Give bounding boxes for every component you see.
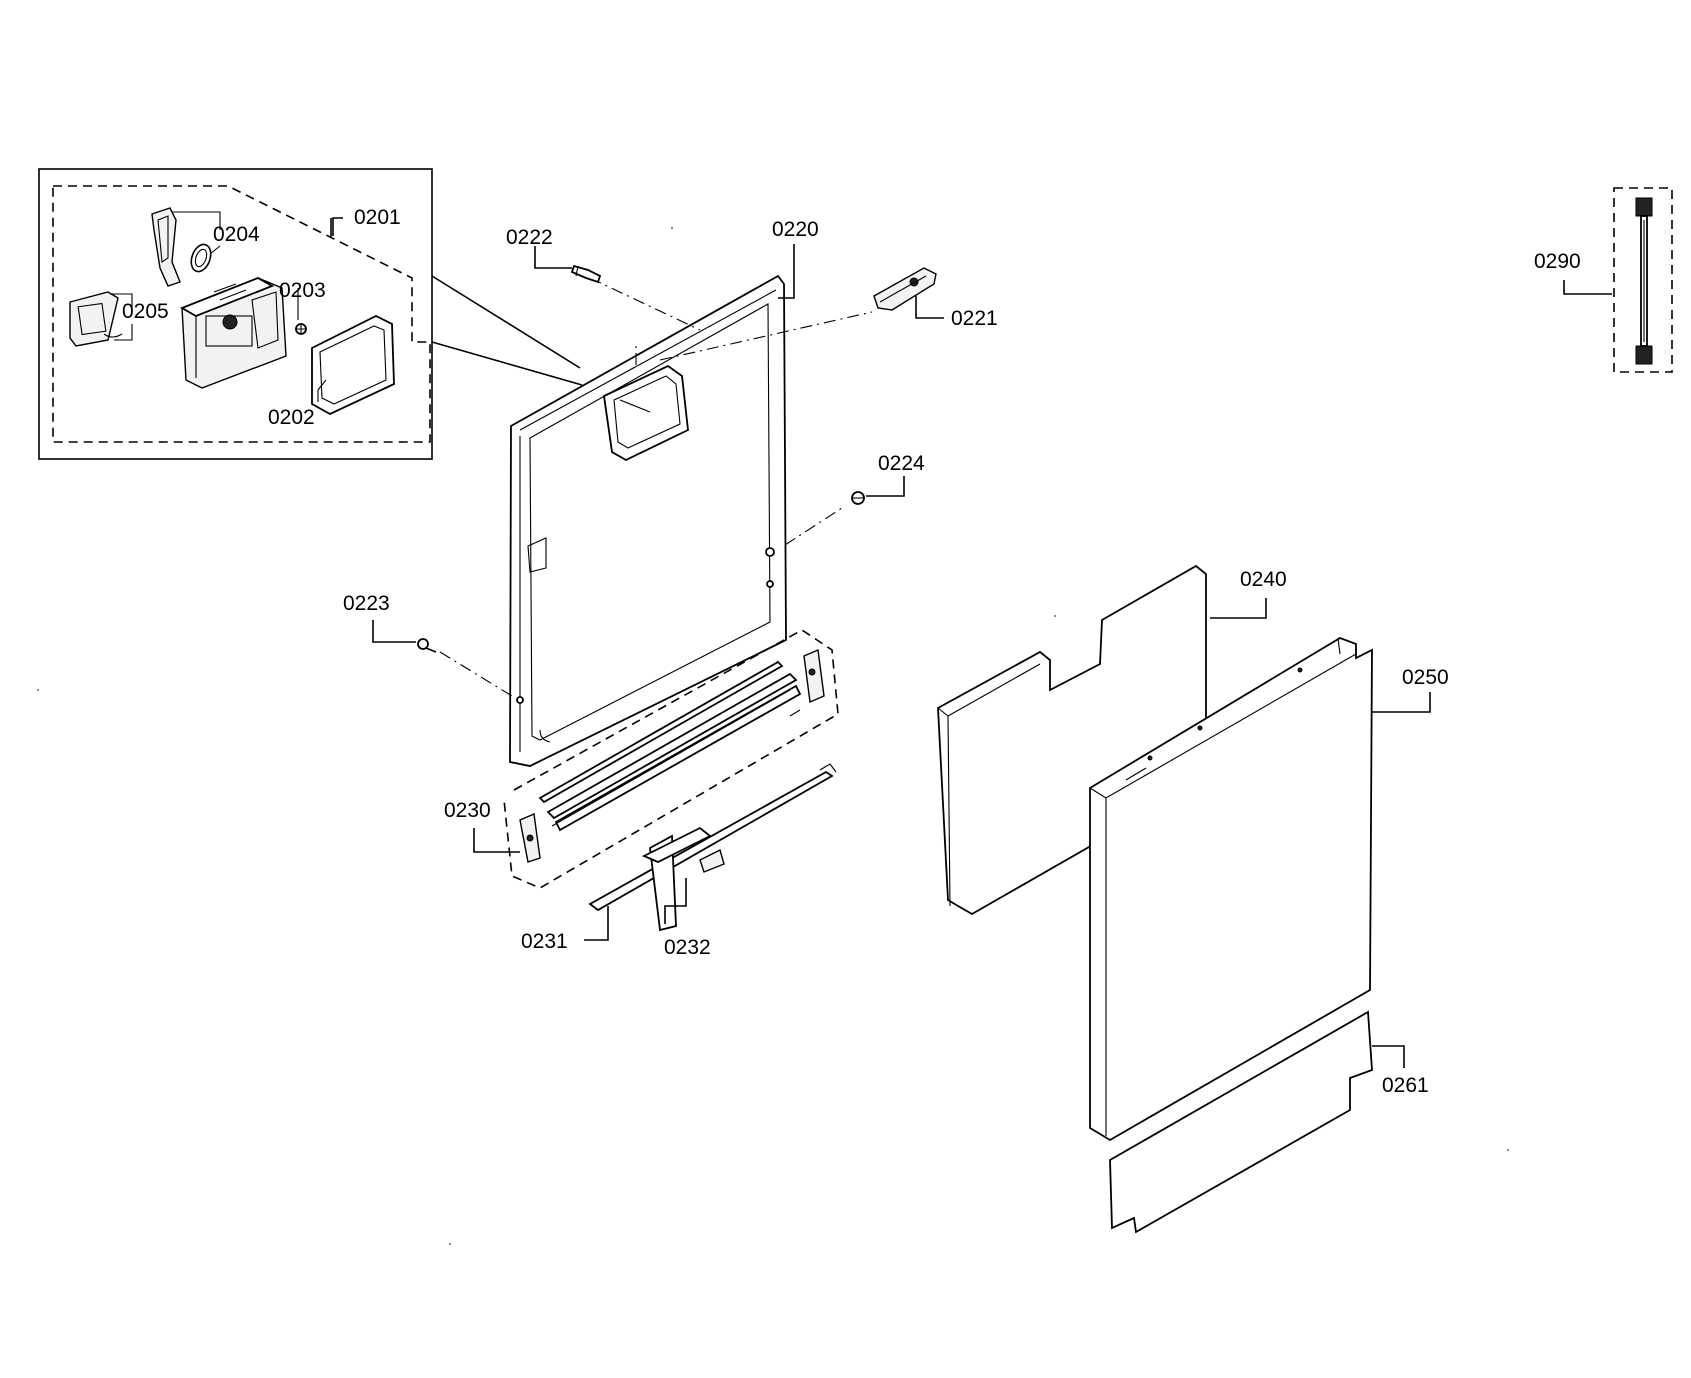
dispenser-body-part <box>179 277 287 389</box>
callout-0201: 0201 <box>354 206 401 229</box>
callout-0223: 0223 <box>343 592 390 615</box>
callout-0261: 0261 <box>1382 1074 1429 1097</box>
rail-assembly-0230 <box>503 629 839 889</box>
gasket-frame-part <box>311 314 395 416</box>
callout-0240: 0240 <box>1240 568 1287 591</box>
latch-plate-part <box>69 291 123 347</box>
callout-0230: 0230 <box>444 799 491 822</box>
screw-0222-part <box>570 264 602 284</box>
callout-0250: 0250 <box>1402 666 1449 689</box>
small-screw-part <box>295 323 307 335</box>
callout-0205: 0205 <box>122 300 169 323</box>
detail-inset-0201 <box>38 168 583 460</box>
callout-0204: 0204 <box>213 223 260 246</box>
callout-0232: 0232 <box>664 936 711 959</box>
callout-labels: 0201 0202 0203 0204 0205 0220 0221 0222 … <box>122 206 1581 1097</box>
hose-0290-group <box>1613 187 1673 373</box>
scan-specks <box>37 227 1509 1245</box>
callout-0231: 0231 <box>521 930 568 953</box>
front-panel-0250-part <box>1089 637 1373 1142</box>
callout-0202: 0202 <box>268 406 315 429</box>
rod-0231-part <box>588 763 837 912</box>
seal-ring-part <box>190 243 212 273</box>
screw-0223-part <box>417 638 437 653</box>
kick-plate-0261-part <box>1109 1010 1373 1234</box>
inner-door-panel-part <box>509 274 787 767</box>
callout-0221: 0221 <box>951 307 998 330</box>
callout-0203: 0203 <box>279 279 326 302</box>
callout-0224: 0224 <box>878 452 925 475</box>
handle-lever-part <box>151 207 181 287</box>
callout-0220: 0220 <box>772 218 819 241</box>
panel-0240-part <box>937 564 1207 916</box>
screw-0224-part <box>851 491 865 505</box>
leader-lines <box>332 217 1612 1068</box>
latch-catch-0221-part <box>873 267 937 311</box>
callout-0290: 0290 <box>1534 250 1581 273</box>
callout-0222: 0222 <box>506 226 553 249</box>
